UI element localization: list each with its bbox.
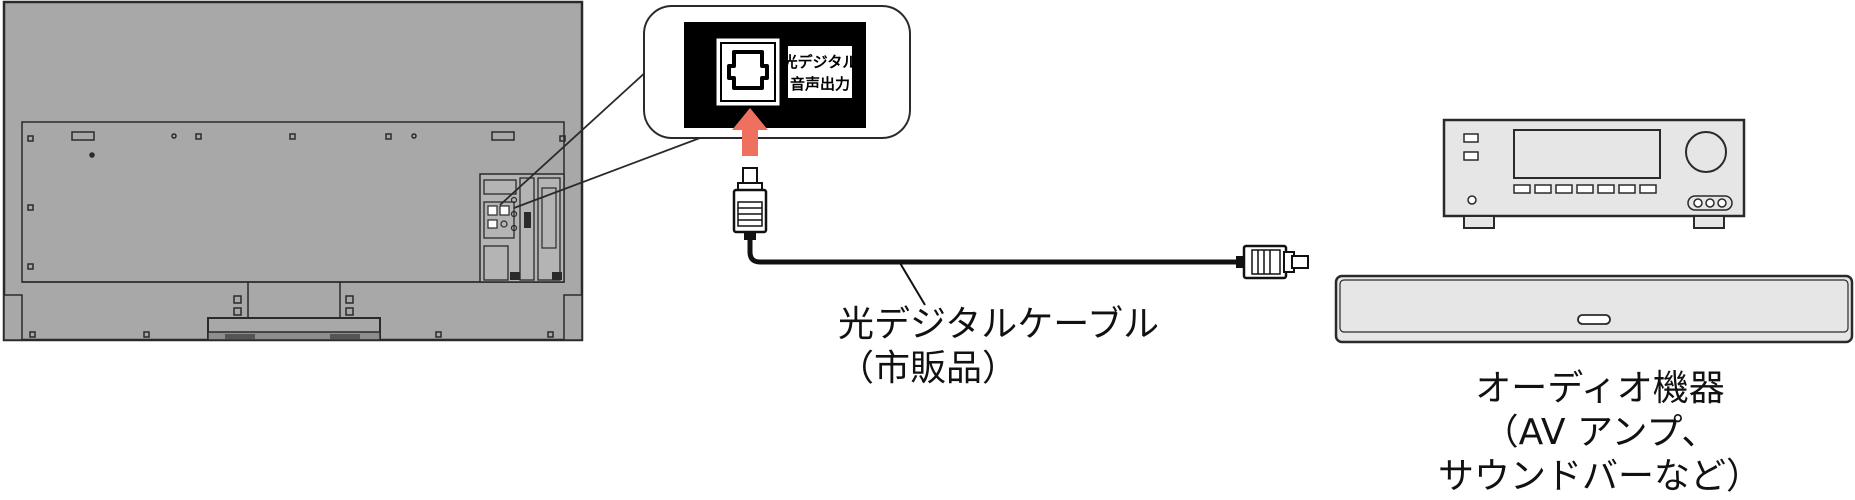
optical-port-icon (715, 37, 781, 107)
sound-bar (1334, 274, 1854, 344)
tv-terminal-panel (479, 173, 565, 283)
device-label-line2: （AV アンプ、 (1482, 412, 1718, 453)
tv-rear-view (2, 0, 584, 342)
tv-mounting-holes (27, 131, 566, 338)
av-amplifier (1442, 118, 1746, 229)
port-label-box: 光デジタル 音声出力 (782, 46, 858, 98)
device-label-line3: サウンドバーなど） (1437, 456, 1762, 497)
cable-label: 光デジタルケーブル （市販品） (838, 303, 1178, 391)
cable-label-line2: （市販品） (838, 348, 1019, 389)
device-label-line1: オーディオ機器 (1475, 368, 1725, 409)
port-callout: 光デジタル 音声出力 (643, 5, 911, 139)
cable-label-line1: 光デジタルケーブル (838, 304, 1160, 345)
callout-lines (499, 69, 701, 209)
port-label-line1: 光デジタル (782, 53, 858, 71)
arrow-up-icon (732, 108, 768, 156)
device-label: オーディオ機器 （AV アンプ、 サウンドバーなど） (1400, 367, 1800, 499)
cable-connector-top (732, 167, 768, 240)
port-label-line2: 音声出力 (790, 75, 850, 93)
optical-cable (732, 167, 1309, 306)
tv-stand (207, 317, 381, 341)
cable-connector-right (1236, 244, 1309, 280)
